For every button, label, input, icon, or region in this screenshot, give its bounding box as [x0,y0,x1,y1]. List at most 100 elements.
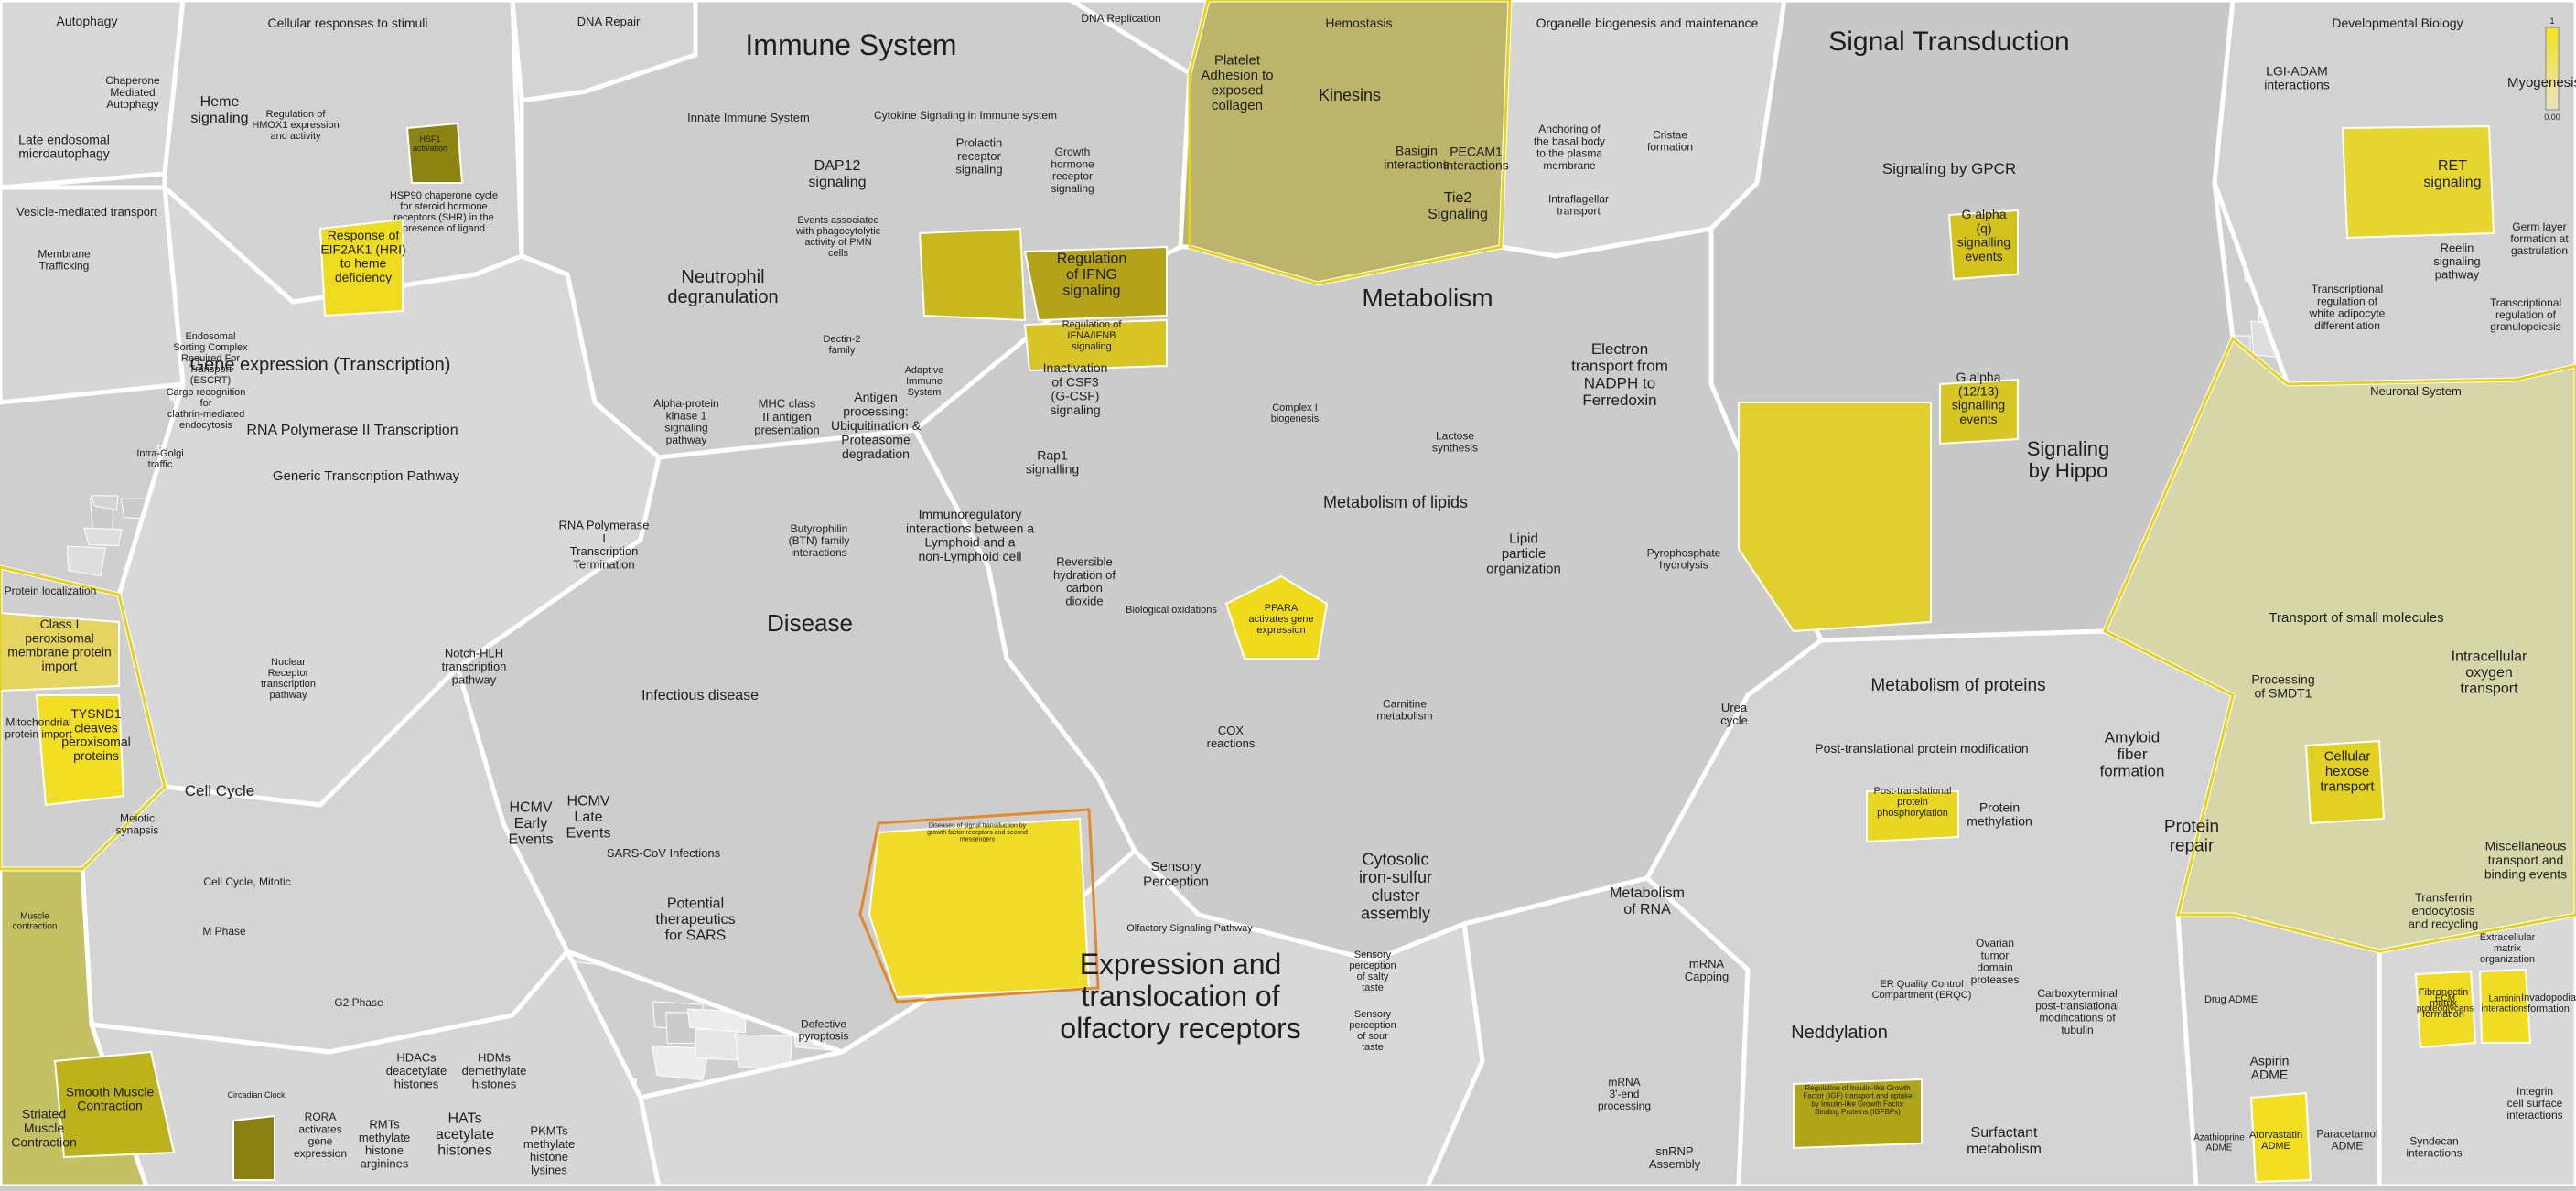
cell-disease-signal-transduction[interactable] [869,819,1089,997]
label-cell-cycle-mitotic: Cell Cycle, Mitotic [203,875,290,888]
label-sars-infections: SARS-CoV Infections [607,846,721,860]
section-protein-localization: Protein localization [5,585,97,597]
sub-pathway-cell[interactable] [695,1029,738,1060]
section-cell-cycle: Cell Cycle [185,782,255,799]
section-developmental-biology: Developmental Biology [2332,16,2463,30]
section-vesicle-transport: Vesicle-mediated transport [16,205,157,219]
section-organelle-biogenesis: Organelle biogenesis and maintenance [1536,16,1759,30]
label-myogenesis: Myogenesis [2507,75,2576,91]
section-transport-small-molecules: Transport of small molecules [2269,610,2443,626]
section-dna-replication: DNA Replication [1081,12,1160,25]
cell-interleukins[interactable] [920,229,1025,320]
label-g2-phase: G2 Phase [334,996,383,1009]
section-signal-transduction: Signal Transduction [1828,27,2070,57]
sub-pathway-cell[interactable] [67,546,105,576]
legend-max: 1 [2549,16,2554,26]
label-biological-oxidations: Biological oxidations [1126,605,1217,616]
section-circadian-clock: Circadian Clock [227,1090,286,1100]
label-infectious-disease: Infectious disease [641,688,759,703]
legend-min: 0.00 [2544,113,2560,122]
section-metabolism-of-proteins: Metabolism of proteins [1870,676,2045,695]
cell-circadian-clock[interactable] [233,1116,275,1180]
label-ptm: Post-translational protein modification [1815,741,2028,756]
sub-pathway-cell[interactable] [84,528,122,545]
section-immune-system: Immune System [745,28,956,61]
label-cytokine-signaling: Cytokine Signaling in Immune system [874,109,1057,122]
label-innate-immune: Innate Immune System [687,111,810,124]
section-disease: Disease [767,609,853,637]
label-rna-pol-ii: RNA Polymerase II Transcription [246,423,458,438]
section-cellular-responses: Cellular responses to stimuli [267,16,427,30]
label-signaling-gpcr: Signaling by GPCR [1882,160,2016,177]
region-hemostasis[interactable] [1180,0,1510,284]
section-hemostasis: Hemostasis [1325,16,1392,30]
section-metabolism: Metabolism [1362,284,1493,312]
label-olfactory-pathway: Olfactory Signaling Pathway [1126,923,1253,934]
section-metabolism-of-lipids: Metabolism of lipids [1323,493,1468,511]
cell-hsf1[interactable] [407,123,462,183]
section-neddylation: Neddylation [1791,1023,1888,1043]
legend: 1 0.00 [2544,16,2560,122]
section-neuronal-system: Neuronal System [2370,384,2462,398]
section-autophagy: Autophagy [57,14,118,28]
section-dna-repair: DNA Repair [577,15,641,28]
label-generic-transcription: Generic Transcription Pathway [273,468,460,484]
region-extracellular-matrix[interactable] [2379,915,2576,1186]
